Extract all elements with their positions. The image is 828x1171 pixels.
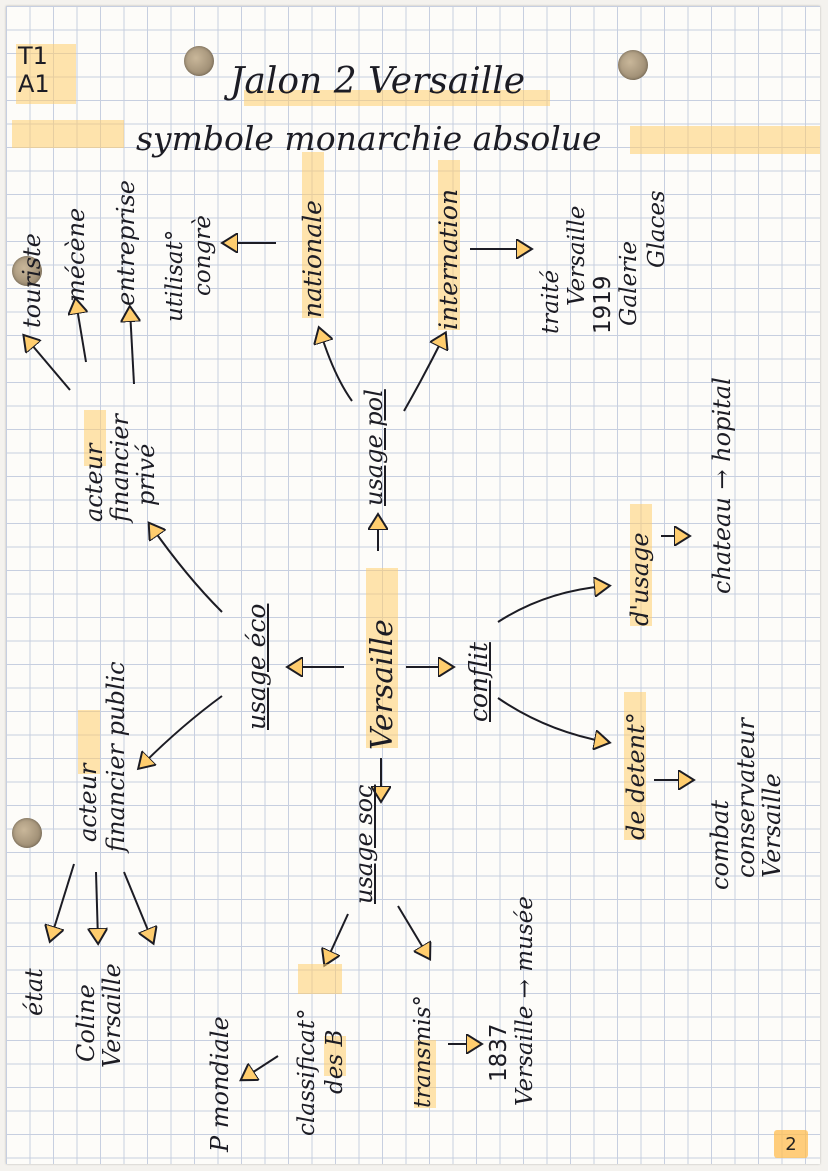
mindmap-arrows xyxy=(6,6,820,1164)
acteur-prive-line-3: privé xyxy=(132,443,160,506)
soc-musee-line-1: 1837 xyxy=(486,1023,512,1082)
classification-highlight xyxy=(298,964,342,994)
page-subtitle: symbole monarchie absolue xyxy=(136,119,602,158)
target-touriste: touriste xyxy=(18,233,46,328)
binder-hole-left-lower xyxy=(12,818,42,848)
prive-highlight xyxy=(84,410,106,466)
tag-box xyxy=(16,44,76,104)
center-node: Versaille xyxy=(365,619,400,750)
conflit-usage-result: chateau → hopital xyxy=(708,377,736,594)
pol-nationale: nationale xyxy=(298,200,327,318)
detente-result-line-3: Versaille xyxy=(758,773,786,878)
title-highlight xyxy=(244,90,550,106)
transmission-highlight xyxy=(414,1040,436,1108)
nationale-highlight xyxy=(302,152,324,318)
traite-line-1: traité xyxy=(538,269,564,334)
subtitle-highlight-right xyxy=(630,126,820,154)
traite-line-4: Galerie xyxy=(616,240,642,326)
target-versaille: Versaille xyxy=(98,963,126,1068)
classification-highlight-2 xyxy=(324,1036,346,1076)
soc-classification-line-1: classificat° xyxy=(294,1008,320,1136)
pol-internationale: internation xyxy=(434,188,463,330)
target-mecene: mécène xyxy=(62,207,90,302)
center-highlight xyxy=(366,568,398,748)
public-highlight xyxy=(78,710,100,774)
detente-result-line-2: conservateur xyxy=(732,718,760,878)
branch-usage-pol: usage pol xyxy=(360,389,388,506)
detente-result-line-1: combat xyxy=(706,800,734,890)
pol-utilisation-line-1: utilisat° xyxy=(162,229,188,322)
target-coline: Coline xyxy=(72,984,100,1062)
traite-line-2: Versaille xyxy=(564,205,590,306)
traite-line-5: Glaces xyxy=(644,190,670,268)
detente-highlight xyxy=(624,692,646,840)
pol-utilisation-line-2: congrè xyxy=(190,215,216,296)
target-etat: état xyxy=(20,968,48,1016)
soc-musee-line-2: Versaille → musée xyxy=(512,896,538,1106)
acteur-prive-line-2: financier xyxy=(106,413,134,522)
branch-usage-soc: usage soc xyxy=(350,784,378,904)
tag-line-2: A1 xyxy=(18,70,50,98)
binder-hole-top-right xyxy=(618,50,648,80)
internationale-highlight xyxy=(438,160,460,330)
subtitle-highlight-left xyxy=(12,120,124,148)
soc-mondiale: P mondiale xyxy=(206,1016,234,1152)
acteur-prive-line-1: acteur xyxy=(80,443,108,522)
traite-line-3: 1919 xyxy=(590,275,616,334)
page-title: Jalon 2 Versaille xyxy=(230,61,526,102)
target-entreprise: entreprise xyxy=(112,179,140,306)
acteur-public-line-2: financier public xyxy=(102,661,130,852)
acteur-public-line-1: acteur xyxy=(74,763,102,842)
conflit-usage: d'usage xyxy=(626,532,654,626)
notebook-page: T1 A1 Jalon 2 Versaille symbole monarchi… xyxy=(6,6,820,1164)
page-number: 2 xyxy=(774,1130,808,1158)
binder-hole-left-upper xyxy=(12,256,42,286)
usage-highlight xyxy=(630,504,652,626)
conflit-detente: de detent° xyxy=(622,712,650,840)
tag-line-1: T1 xyxy=(18,42,48,70)
soc-transmission: transmis° xyxy=(410,994,436,1108)
branch-conflit: conflit xyxy=(464,642,493,722)
soc-classification-line-2: des B xyxy=(322,1029,348,1094)
branch-usage-eco: usage éco xyxy=(242,603,271,730)
binder-hole-top-left xyxy=(184,46,214,76)
